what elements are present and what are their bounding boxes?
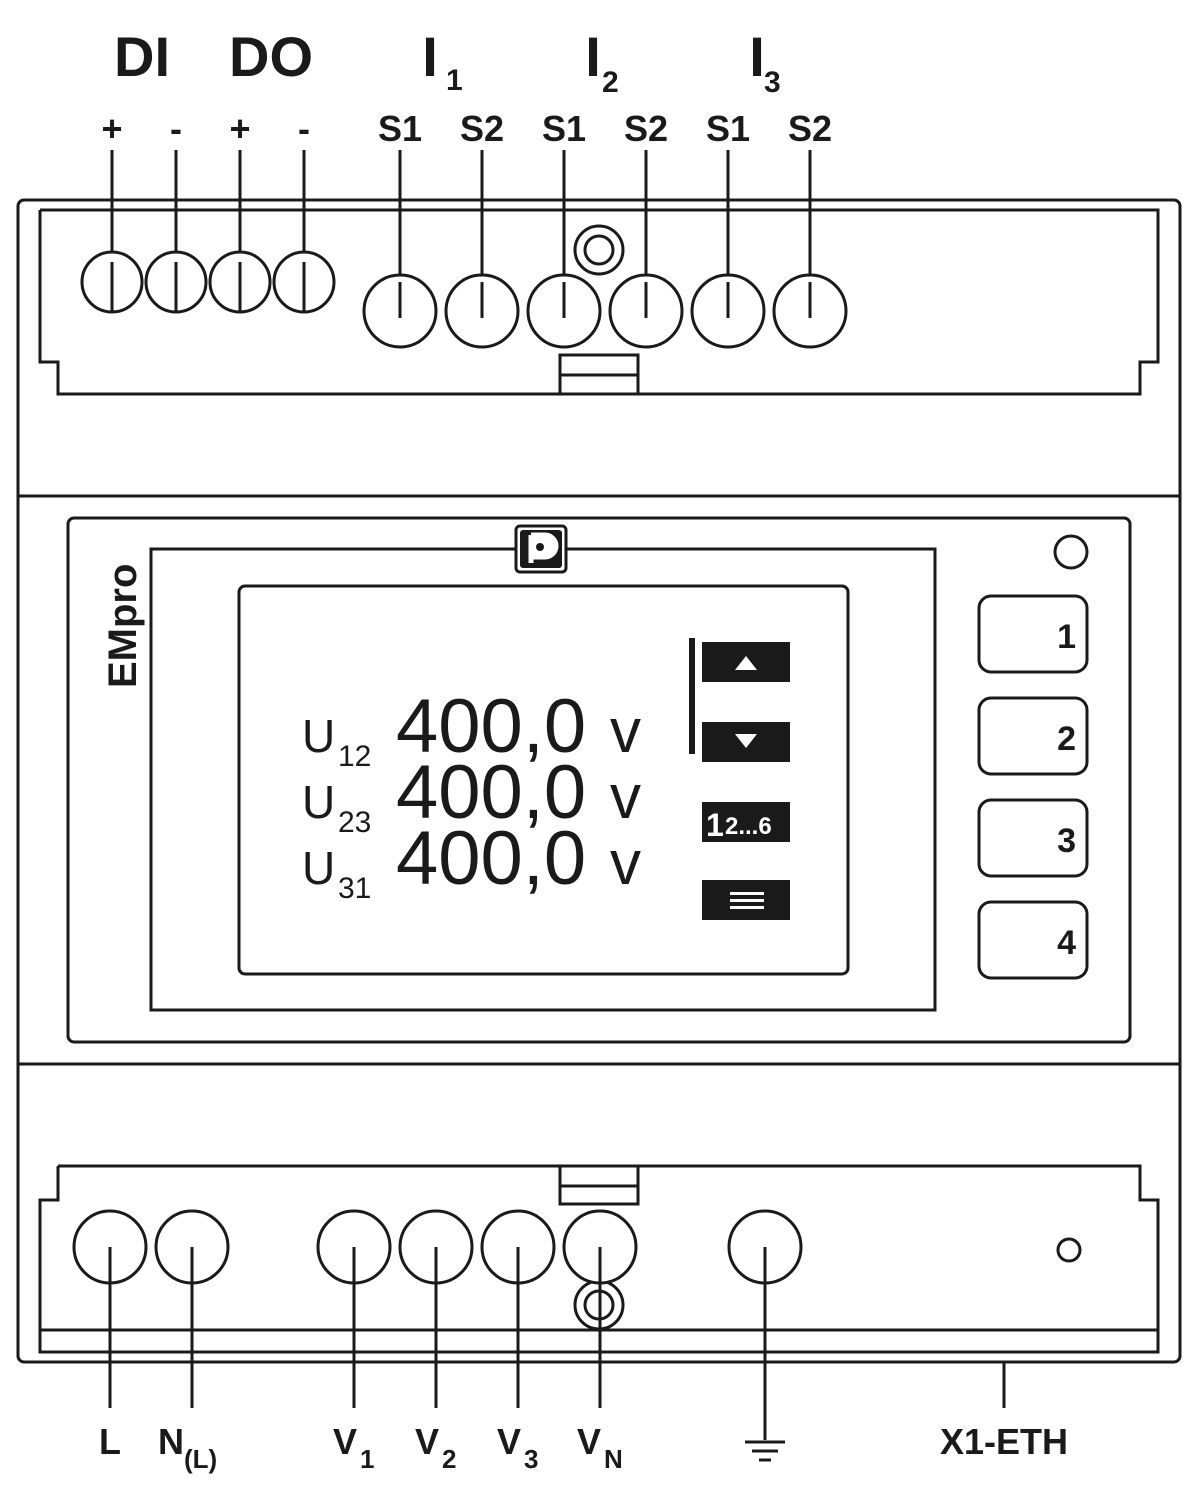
eth-status-dot	[1056, 1237, 1082, 1263]
v1-label: V 1	[333, 1421, 374, 1474]
i1-label: I 1	[422, 25, 462, 97]
device-housing	[16, 198, 1182, 1364]
svg-text:V: V	[577, 1421, 601, 1462]
u31-value: 400,0	[396, 816, 586, 901]
svg-text:2: 2	[602, 66, 619, 99]
svg-text:12: 12	[338, 740, 371, 773]
u12-value: 400,0	[396, 684, 586, 769]
di-plus-label: +	[101, 108, 122, 149]
front-panel: EMpro U 12 400,0 v U 23 400,0 v U 31 4	[101, 524, 1089, 1012]
svg-text:v: v	[610, 763, 641, 832]
i3-label: I 3	[749, 25, 780, 99]
page-indicator[interactable]: 1 2...6	[702, 802, 790, 843]
svg-text:1: 1	[1057, 618, 1076, 656]
key-1-button[interactable]: 1	[977, 594, 1089, 674]
i1-s2-label: S2	[460, 108, 504, 149]
svg-text:2: 2	[1057, 720, 1076, 758]
menu-button[interactable]	[702, 880, 790, 920]
lcd-screen	[237, 584, 850, 976]
svg-text:(L): (L)	[184, 1444, 217, 1474]
lcd-reading-row: U 23 400,0 v	[302, 750, 641, 839]
svg-text:23: 23	[338, 806, 371, 839]
i3-s1-label: S1	[706, 108, 750, 149]
triangle-up-icon	[735, 656, 757, 670]
svg-text:v: v	[610, 829, 641, 898]
top-terminal-labels: + - + - S1 S2 S1 S2 S1 S2	[101, 108, 832, 149]
do-label: DO	[229, 25, 313, 88]
bottom-terminals	[72, 1209, 1006, 1440]
svg-text:U: U	[302, 842, 335, 894]
n-label: N (L)	[158, 1421, 217, 1474]
top-terminals	[80, 150, 848, 349]
svg-text:U: U	[302, 776, 335, 828]
svg-text:2...6: 2...6	[725, 813, 772, 840]
i2-s2-label: S2	[624, 108, 668, 149]
do-minus-label: -	[298, 108, 310, 149]
svg-text:V: V	[497, 1421, 521, 1462]
svg-text:3: 3	[1057, 822, 1076, 860]
brand-label: EMpro	[101, 564, 145, 688]
svg-text:N: N	[604, 1444, 623, 1474]
key-4-button[interactable]: 4	[977, 900, 1089, 980]
lcd-reading-row: U 31 400,0 v	[302, 816, 641, 905]
di-minus-label: -	[170, 108, 182, 149]
i2-label: I 2	[585, 25, 618, 99]
svg-text:2: 2	[442, 1444, 456, 1474]
svg-text:U: U	[302, 710, 335, 762]
svg-text:1: 1	[360, 1444, 374, 1474]
bottom-terminal-labels: L N (L) V 1 V 2 V 3 V N X1-ETH	[99, 1421, 1068, 1474]
scroll-up-button[interactable]	[702, 642, 790, 682]
u23-value: 400,0	[396, 750, 586, 835]
svg-text:V: V	[415, 1421, 439, 1462]
status-led	[1053, 534, 1089, 570]
vn-label: V N	[577, 1421, 623, 1474]
svg-text:N: N	[158, 1421, 184, 1462]
svg-text:3: 3	[764, 66, 781, 99]
hamburger-menu-icon	[730, 892, 764, 909]
svg-text:31: 31	[338, 872, 371, 905]
triangle-down-icon	[735, 734, 757, 748]
svg-text:1: 1	[446, 64, 463, 97]
di-label: DI	[114, 25, 170, 88]
scroll-indicator	[689, 638, 695, 754]
v3-label: V 3	[497, 1421, 538, 1474]
l-label: L	[99, 1421, 121, 1462]
i2-s1-label: S1	[542, 108, 586, 149]
svg-text:1: 1	[706, 807, 724, 843]
eth-port-label: X1-ETH	[940, 1421, 1068, 1462]
lcd-reading-row: U 12 400,0 v	[302, 684, 641, 773]
svg-text:V: V	[333, 1421, 357, 1462]
svg-text:3: 3	[524, 1444, 538, 1474]
svg-text:I: I	[749, 25, 765, 88]
scroll-down-button[interactable]	[702, 722, 790, 762]
key-3-button[interactable]: 3	[977, 798, 1089, 878]
i3-s2-label: S2	[788, 108, 832, 149]
i1-s1-label: S1	[378, 108, 422, 149]
phoenix-contact-logo-icon	[514, 524, 568, 574]
svg-text:I: I	[585, 25, 601, 88]
do-plus-label: +	[229, 108, 250, 149]
svg-text:v: v	[610, 697, 641, 766]
v2-label: V 2	[415, 1421, 456, 1474]
ground-symbol-icon	[745, 1440, 785, 1462]
key-2-button[interactable]: 2	[977, 696, 1089, 776]
top-group-labels: DI DO I 1 I 2 I 3	[114, 25, 781, 99]
svg-text:4: 4	[1057, 924, 1076, 962]
svg-text:I: I	[422, 25, 438, 88]
